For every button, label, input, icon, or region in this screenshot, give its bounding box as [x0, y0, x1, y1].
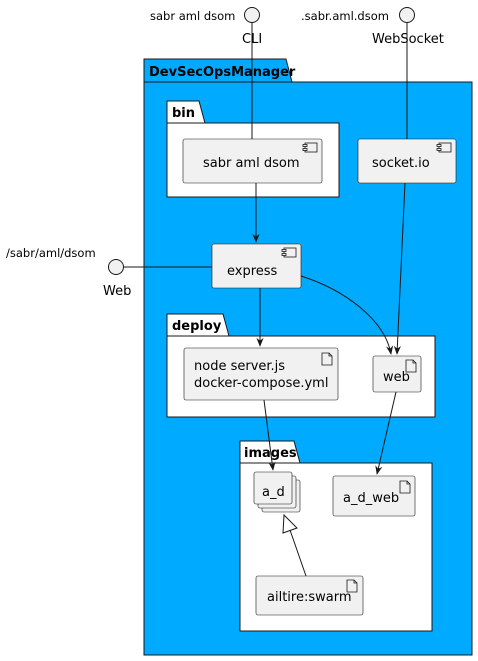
artifact-a-d-web: a_d_web: [332, 475, 416, 517]
artifact-web: web: [372, 355, 422, 393]
component-socket-io: socket.io: [357, 138, 457, 184]
artifact-label: a_d: [262, 485, 285, 500]
package-title-deploy: deploy: [172, 319, 222, 334]
edge-swarm-to-a-d: [289, 529, 307, 577]
component-icon: [436, 142, 452, 153]
artifact-label-line2: docker-compose.yml: [194, 376, 328, 391]
inheritance-arrowhead: [282, 513, 298, 534]
edge-server-to-a-d: [263, 399, 276, 471]
artifact-label: web: [383, 370, 410, 385]
artifact-a-d: a_d: [253, 471, 301, 513]
component-express: express: [211, 243, 302, 289]
artifact-label-line1: node server.js: [194, 359, 285, 374]
interface-websocket: .sabr.aml.dsom WebSocket: [301, 7, 444, 47]
component-icon: [302, 142, 318, 153]
component-icon: [281, 247, 297, 258]
package-title-devsecopsmanager: DevSecOpsManager: [149, 65, 296, 80]
interface-websocket-name: WebSocket: [372, 32, 444, 47]
interface-cli-label: sabr aml dsom: [150, 9, 235, 23]
edge-express-to-web: [300, 275, 394, 355]
component-sabr-aml-dsom: sabr aml dsom: [182, 138, 323, 184]
artifact-server: node server.js docker-compose.yml: [183, 347, 339, 401]
edge-web-to-a-d-web: [375, 391, 397, 475]
interface-web-name: Web: [103, 284, 131, 299]
interface-cli: sabr aml dsom CLI: [150, 7, 262, 47]
package-title-bin: bin: [172, 106, 195, 121]
component-label: sabr aml dsom: [203, 156, 299, 171]
interface-web-label: /sabr/aml/dsom: [6, 246, 96, 260]
interface-web: /sabr/aml/dsom Web: [6, 246, 131, 299]
edge-socketio-to-web: [393, 182, 406, 355]
artifact-label: ailtire:swarm: [267, 590, 352, 605]
interface-websocket-label: .sabr.aml.dsom: [301, 9, 389, 23]
artifact-ailtire-swarm: ailtire:swarm: [255, 575, 364, 616]
component-label: express: [227, 264, 278, 279]
artifact-label: a_d_web: [343, 491, 399, 506]
edges: [124, 23, 408, 577]
component-label: socket.io: [372, 156, 430, 171]
